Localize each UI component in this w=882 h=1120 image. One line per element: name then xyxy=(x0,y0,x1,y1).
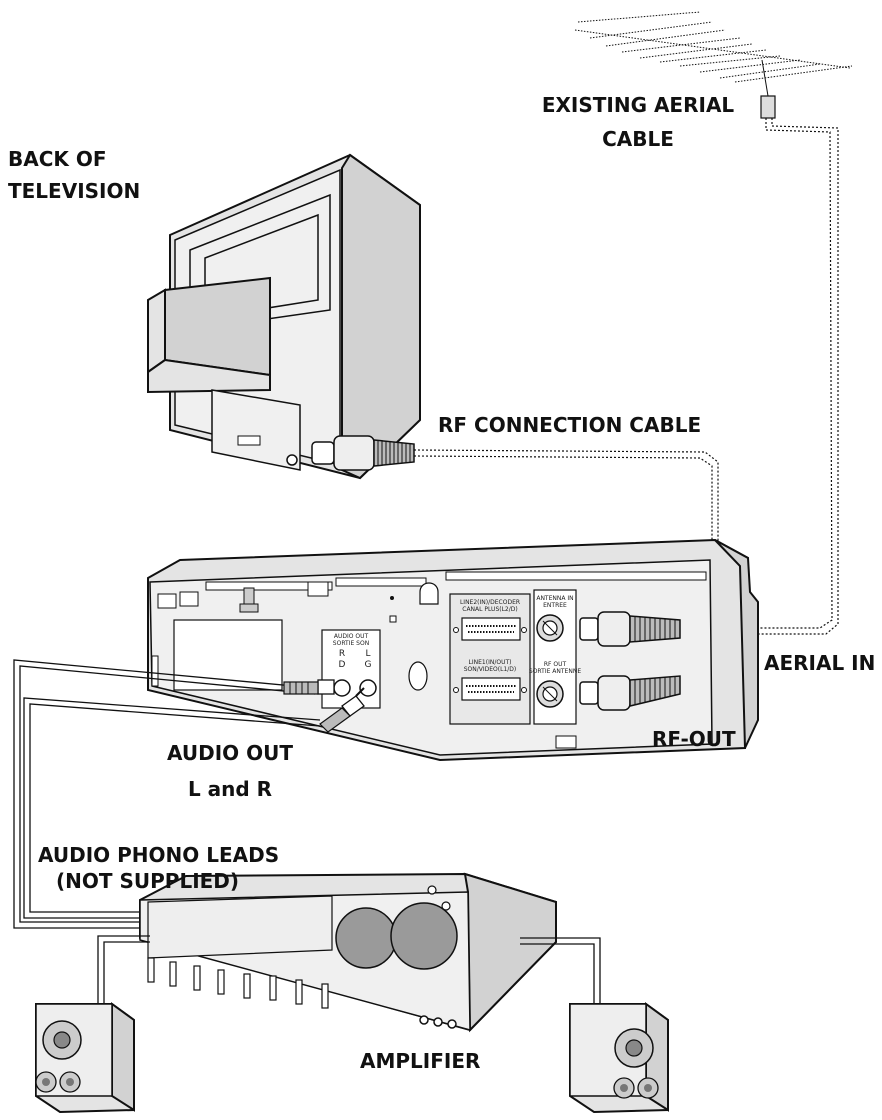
tv-rf-connector xyxy=(311,435,415,471)
phono-plug-r xyxy=(283,679,335,695)
label-not-supplied: (NOT SUPPLIED) xyxy=(56,869,239,893)
r-label: R xyxy=(339,649,345,659)
scart1-label-1: LINE2(IN)/DECODER xyxy=(460,599,520,606)
speaker-right xyxy=(569,1002,669,1114)
audio-out-tiny: AUDIO OUT xyxy=(334,633,369,640)
label-existing-aerial: EXISTING AERIAL xyxy=(542,93,735,117)
label-amplifier: AMPLIFIER xyxy=(360,1049,480,1073)
entree-tiny: ENTREE xyxy=(543,602,567,609)
aerial-in-plug xyxy=(579,611,681,647)
label-aerial-in: AERIAL IN xyxy=(764,651,875,675)
television-back xyxy=(147,153,421,480)
speaker-left xyxy=(35,1002,135,1114)
phono-plug-l xyxy=(319,687,365,733)
scart1-label-2: CANAL PLUS(L2/D) xyxy=(462,606,517,613)
sortie-antenne-tiny: SORTIE ANTENNE xyxy=(529,668,581,675)
audio-phono-leads xyxy=(13,659,365,929)
label-audio-out: AUDIO OUT xyxy=(167,741,293,765)
speaker-wires xyxy=(97,935,601,1004)
aerial-plug xyxy=(760,95,776,119)
label-audio-phono-leads: AUDIO PHONO LEADS xyxy=(38,843,279,867)
scart2-label-1: LINE1(IN/OUT) xyxy=(469,659,512,666)
vcr-audio-out-block: AUDIO OUT SORTIE SON R L D G xyxy=(321,629,381,709)
antenna-in-tiny: ANTENNA IN xyxy=(536,595,573,602)
amplifier xyxy=(139,872,557,1033)
label-rf-connection-cable: RF CONNECTION CABLE xyxy=(438,413,701,437)
label-back-of: BACK OF xyxy=(8,147,107,171)
l-label: L xyxy=(365,649,370,659)
g-label: G xyxy=(365,660,372,670)
rf-out-plug xyxy=(579,675,681,711)
vcr-scart-sockets: LINE2(IN)/DECODER CANAL PLUS(L2/D) LINE1… xyxy=(449,593,531,725)
d-label: D xyxy=(339,660,346,670)
label-television: TELEVISION xyxy=(8,179,140,203)
label-existing-aerial-cable: CABLE xyxy=(602,127,674,151)
aerial-cable xyxy=(680,118,839,635)
scart2-label-2: SON/VIDEO(L1/D) xyxy=(464,666,517,673)
rf-out-tiny: RF OUT xyxy=(544,661,567,668)
label-rf-out: RF-OUT xyxy=(652,727,736,751)
sortie-son-tiny: SORTIE SON xyxy=(333,640,369,647)
label-l-and-r: L and R xyxy=(188,777,272,801)
aerial-antenna xyxy=(574,11,853,97)
vcr-antenna-sockets: ANTENNA IN ENTREE RF OUT SORTIE ANTENNE xyxy=(529,589,581,725)
